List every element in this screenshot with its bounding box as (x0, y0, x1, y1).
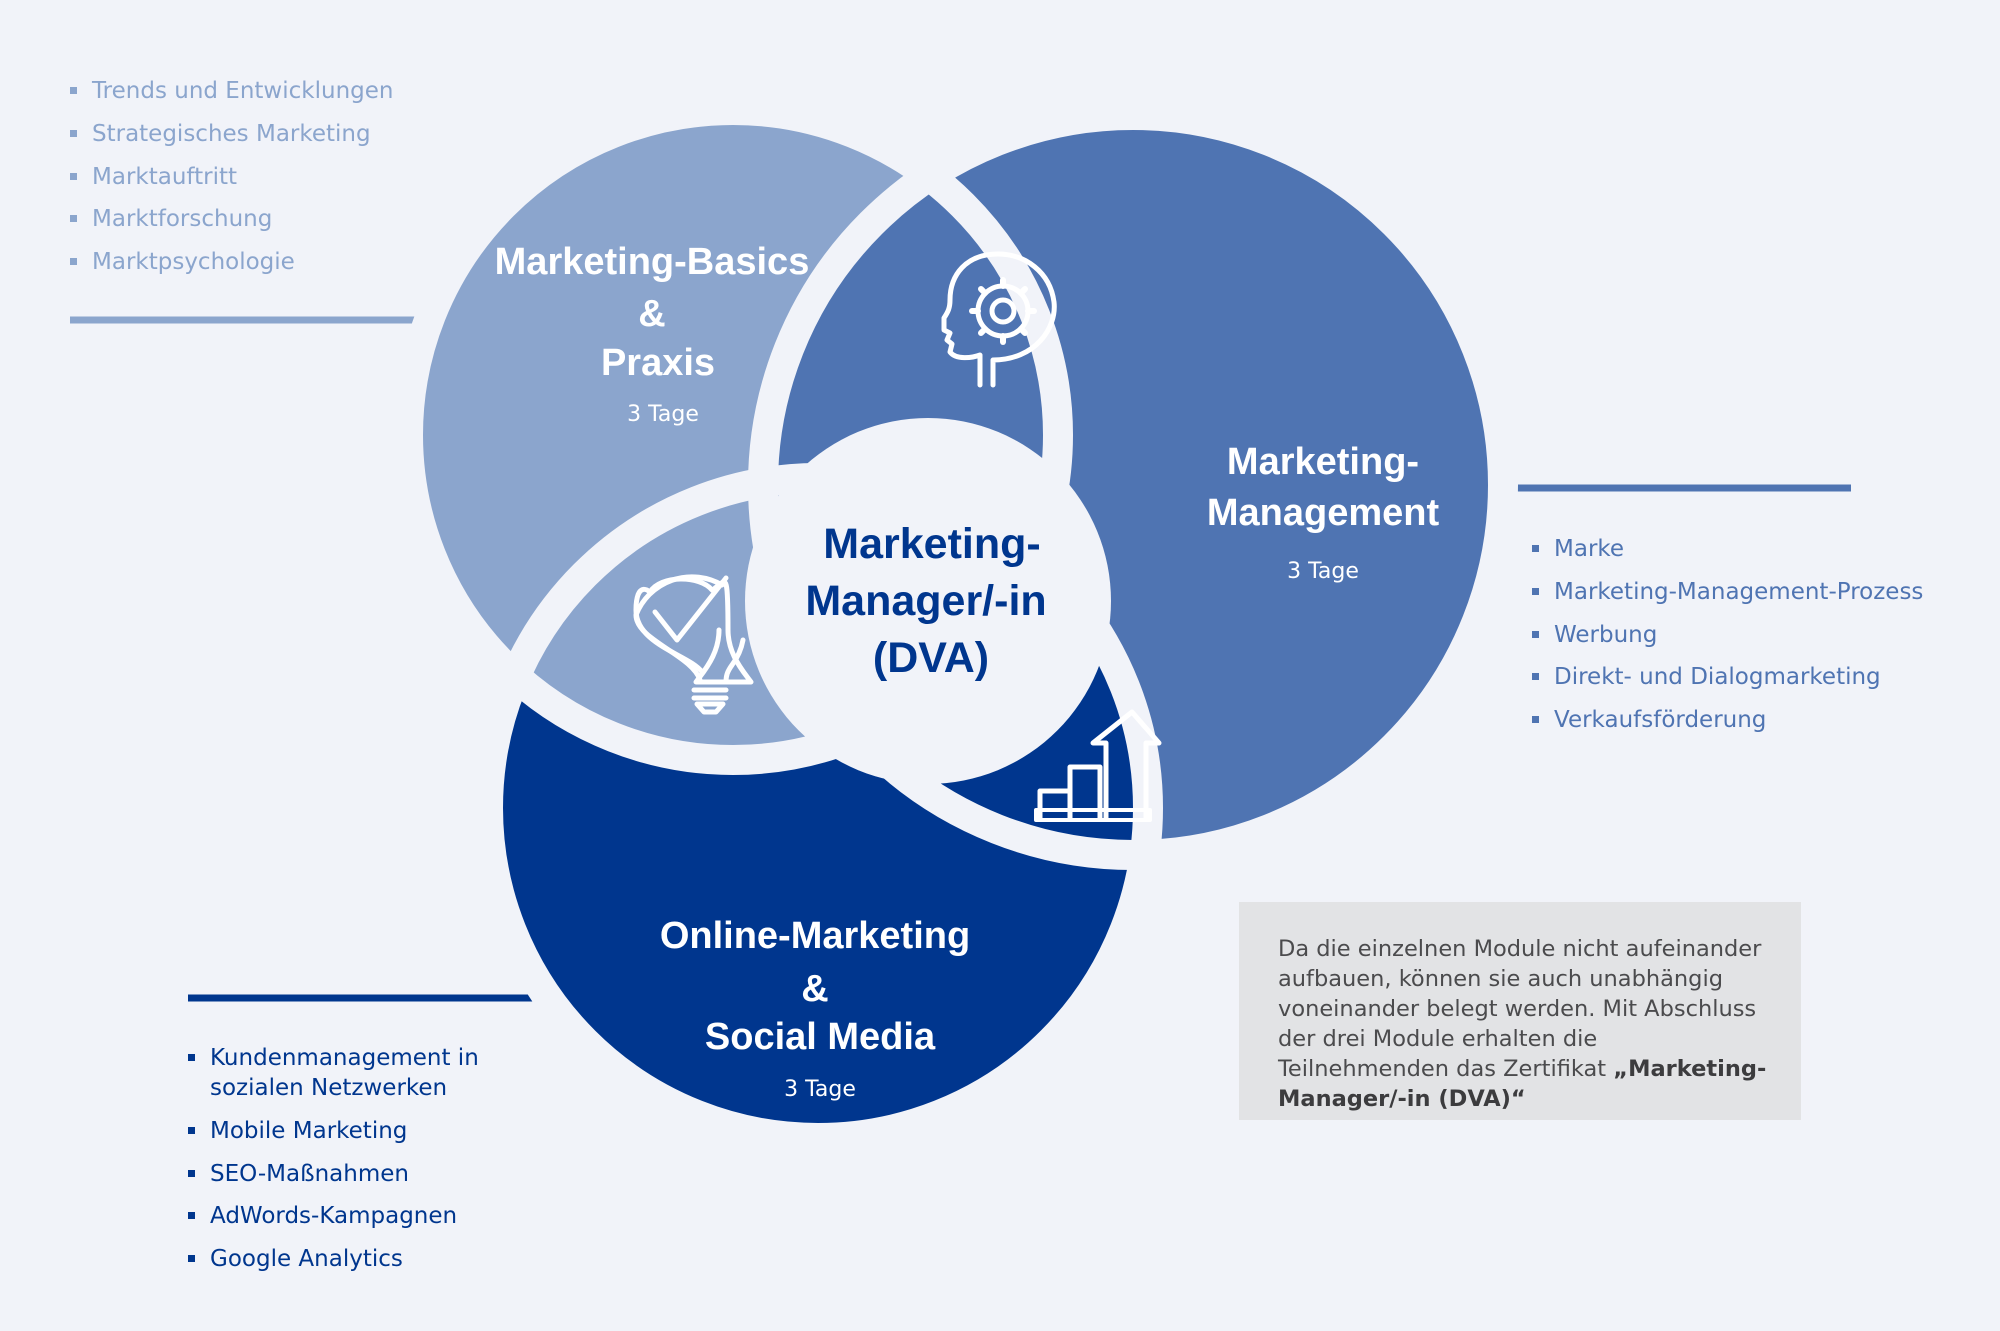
module-basics-title-line-2: & (638, 293, 665, 335)
basics-list-item-text: Strategisches Marketing (92, 120, 371, 147)
bullet-square-icon (188, 1054, 195, 1061)
bullet-square-icon (70, 129, 77, 137)
bullet-square-icon (188, 1126, 195, 1134)
online-list-item-text: Mobile Marketing (210, 1117, 408, 1144)
module-online-title: Online-Marketing & Social Media (660, 915, 970, 1058)
module-management-title: Marketing- Management (1207, 441, 1440, 534)
gap-ring-basics (393, 95, 1073, 775)
bullet-square-icon (188, 1169, 195, 1177)
basics-list-item: Marktforschung (70, 198, 393, 241)
management-list-item: Verkaufsförderung (1532, 699, 1923, 742)
online-list-item: Google Analytics (188, 1244, 479, 1274)
growth-chart-icon (1034, 709, 1162, 822)
info-highlight: „Marketing-Manager/-in (DVA)“ (1278, 1056, 1767, 1112)
management-list-item-text: Marketing-Management-Prozess (1554, 578, 1924, 605)
basics-list-item-text: Marktauftritt (92, 163, 237, 190)
basics-list-item: Trends und Entwicklungen (70, 70, 393, 113)
info-box: Da die einzelnen Module nicht aufeinande… (1239, 902, 1801, 1120)
bullet-square-icon (70, 172, 77, 180)
management-list-item: Werbung (1532, 614, 1923, 657)
online-list-item-text: Kundenmanagement in sozialen Netzwerken (210, 1045, 479, 1101)
bullet-square-icon (1532, 545, 1539, 552)
online-list-item-text: AdWords-Kampagnen (210, 1203, 458, 1230)
center-title-line-2: Manager/-in (805, 577, 1046, 625)
basics-list-item: Marktauftritt (70, 156, 393, 199)
module-online-title-line-2: & (801, 968, 828, 1010)
basics-list-item-text: Trends und Entwicklungen (92, 78, 394, 104)
basics-list-item: Marktpsychologie (70, 241, 393, 284)
module-basics-title: Marketing-Basics & Praxis (495, 241, 810, 384)
bullet-square-icon (1532, 673, 1539, 681)
bullet-square-icon (70, 215, 77, 223)
online-list-item-text: SEO-Maßnahmen (210, 1160, 409, 1187)
bullet-square-icon (188, 1255, 195, 1263)
module-management-duration: 3 Tage (1287, 559, 1359, 584)
module-basics-title-line-1: Marketing-Basics (495, 241, 810, 283)
management-list-item: Marke (1532, 528, 1923, 571)
management-list-item: Marketing-Management-Prozess (1532, 571, 1923, 614)
basics-list-item: Strategisches Marketing (70, 113, 393, 156)
module-online-duration: 3 Tage (784, 1077, 856, 1102)
management-list-item-text: Werbung (1554, 621, 1658, 648)
online-list-item: Mobile Marketing (188, 1116, 479, 1146)
management-list-item-text: Direkt- und Dialogmarketing (1554, 664, 1881, 691)
module-online-title-line-3: Social Media (705, 1016, 936, 1058)
module-management-title-line-1: Marketing- (1227, 441, 1419, 483)
bullet-square-icon (70, 258, 77, 266)
online-list-item: SEO-Maßnahmen (188, 1159, 479, 1189)
bullet-square-icon (188, 1212, 195, 1220)
module-online-title-line-1: Online-Marketing (660, 915, 970, 957)
module-basics-duration: 3 Tage (627, 402, 699, 427)
center-title-line-3: (DVA) (873, 634, 989, 682)
online-list-item-text: Google Analytics (210, 1246, 403, 1273)
management-list-item-text: Verkaufsförderung (1554, 707, 1767, 734)
bullet-square-icon (1532, 587, 1539, 595)
lightbulb-check-icon (633, 574, 754, 715)
management-list-item: Direkt- und Dialogmarketing (1532, 656, 1923, 699)
bullet-square-icon (1532, 716, 1539, 724)
bullet-square-icon (70, 87, 77, 94)
center-circle (745, 418, 1111, 784)
online-list-item: Kundenmanagement in sozialen Netzwerken (188, 1043, 479, 1103)
center-title-line-1: Marketing- (823, 520, 1040, 568)
basics-list-item-text: Marktpsychologie (92, 249, 295, 276)
online-list-item: AdWords-Kampagnen (188, 1201, 479, 1231)
bullet-square-icon (1532, 630, 1539, 638)
head-gear-icon (941, 251, 1057, 388)
center-title: Marketing- Manager/-in (DVA) (805, 520, 1046, 682)
module-management-title-line-2: Management (1207, 492, 1440, 534)
management-list-item-text: Marke (1554, 536, 1625, 562)
basics-list-item-text: Marktforschung (92, 206, 273, 233)
info-text: Da die einzelnen Module nicht aufeinande… (1278, 936, 1762, 1082)
module-basics-title-line-3: Praxis (601, 342, 715, 384)
